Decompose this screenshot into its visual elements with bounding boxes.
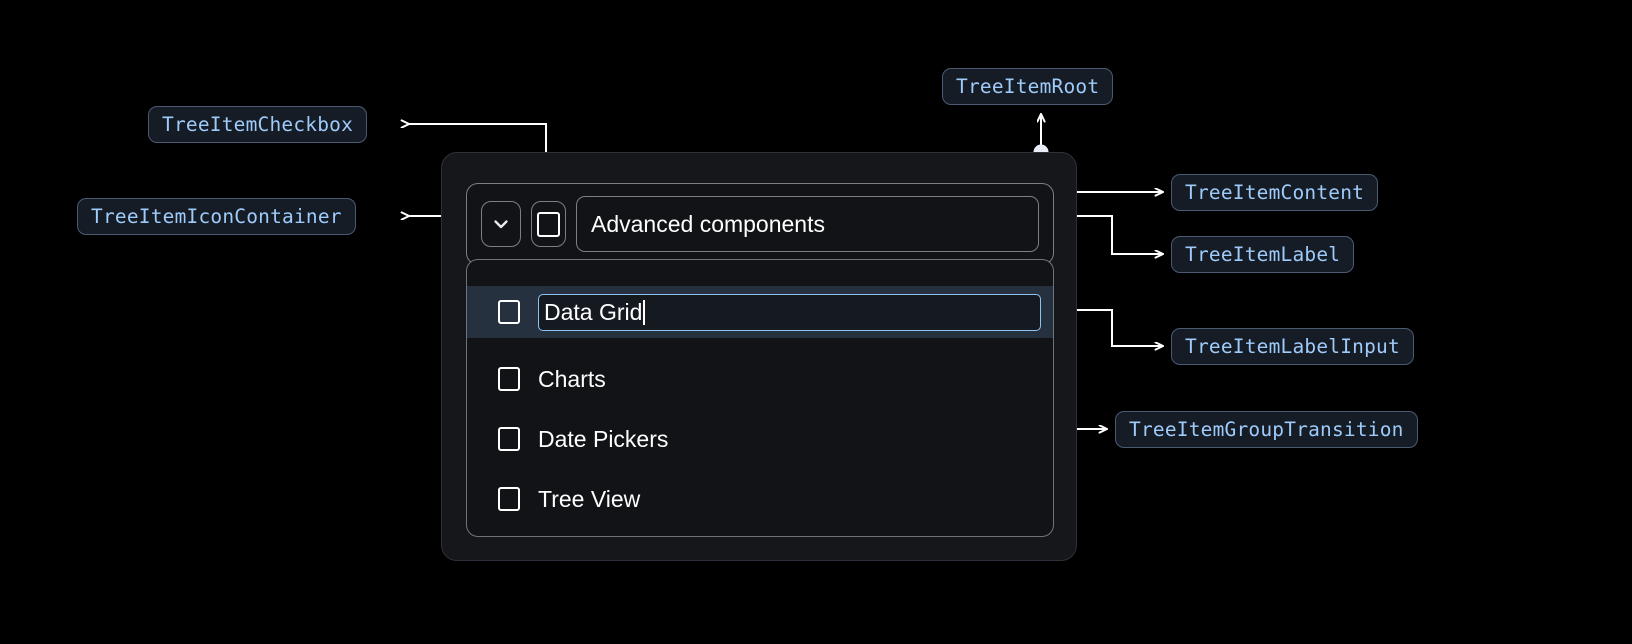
tree-item-label: Tree View	[538, 485, 641, 512]
tree-item-label[interactable]: Advanced components	[576, 196, 1039, 252]
tree-item-icon-container[interactable]	[481, 201, 521, 247]
checkbox-unchecked-icon[interactable]	[498, 427, 520, 451]
checkbox-unchecked-icon	[537, 211, 560, 237]
badge-tree-item-icon-container[interactable]: TreeItemIconContainer	[77, 198, 356, 235]
tree-item-label-input[interactable]: Data Grid	[538, 293, 1041, 331]
tree-item-row-date-pickers[interactable]: Date Pickers	[498, 420, 668, 458]
tree-item-content[interactable]: Advanced components	[466, 183, 1054, 265]
tree-item-checkbox[interactable]	[531, 201, 566, 247]
badge-tree-item-checkbox[interactable]: TreeItemCheckbox	[148, 106, 368, 143]
checkbox-unchecked-icon[interactable]	[498, 300, 520, 324]
label-input-value: Data Grid	[544, 298, 643, 325]
tree-item-group-transition: Data Grid Charts Date Pickers Tree View	[466, 259, 1054, 537]
badge-tree-item-group-transition[interactable]: TreeItemGroupTransition	[1115, 411, 1418, 448]
checkbox-unchecked-icon[interactable]	[498, 367, 520, 391]
tree-item-label: Date Pickers	[538, 425, 669, 452]
tree-item-root: Advanced components Data Grid Charts Dat…	[441, 152, 1077, 561]
badge-tree-item-label-input[interactable]: TreeItemLabelInput	[1171, 328, 1414, 365]
checkbox-unchecked-icon[interactable]	[498, 487, 520, 511]
tree-item-row-tree-view[interactable]: Tree View	[498, 480, 640, 518]
text-caret	[643, 299, 646, 325]
badge-tree-item-content[interactable]: TreeItemContent	[1171, 174, 1379, 211]
tree-item-row-charts[interactable]: Charts	[498, 360, 606, 398]
badge-tree-item-label[interactable]: TreeItemLabel	[1171, 236, 1355, 273]
tree-item-label: Charts	[538, 365, 606, 392]
tree-item-row-data-grid[interactable]: Data Grid	[467, 286, 1053, 338]
chevron-down-icon	[494, 220, 508, 229]
badge-tree-item-root[interactable]: TreeItemRoot	[942, 68, 1114, 105]
